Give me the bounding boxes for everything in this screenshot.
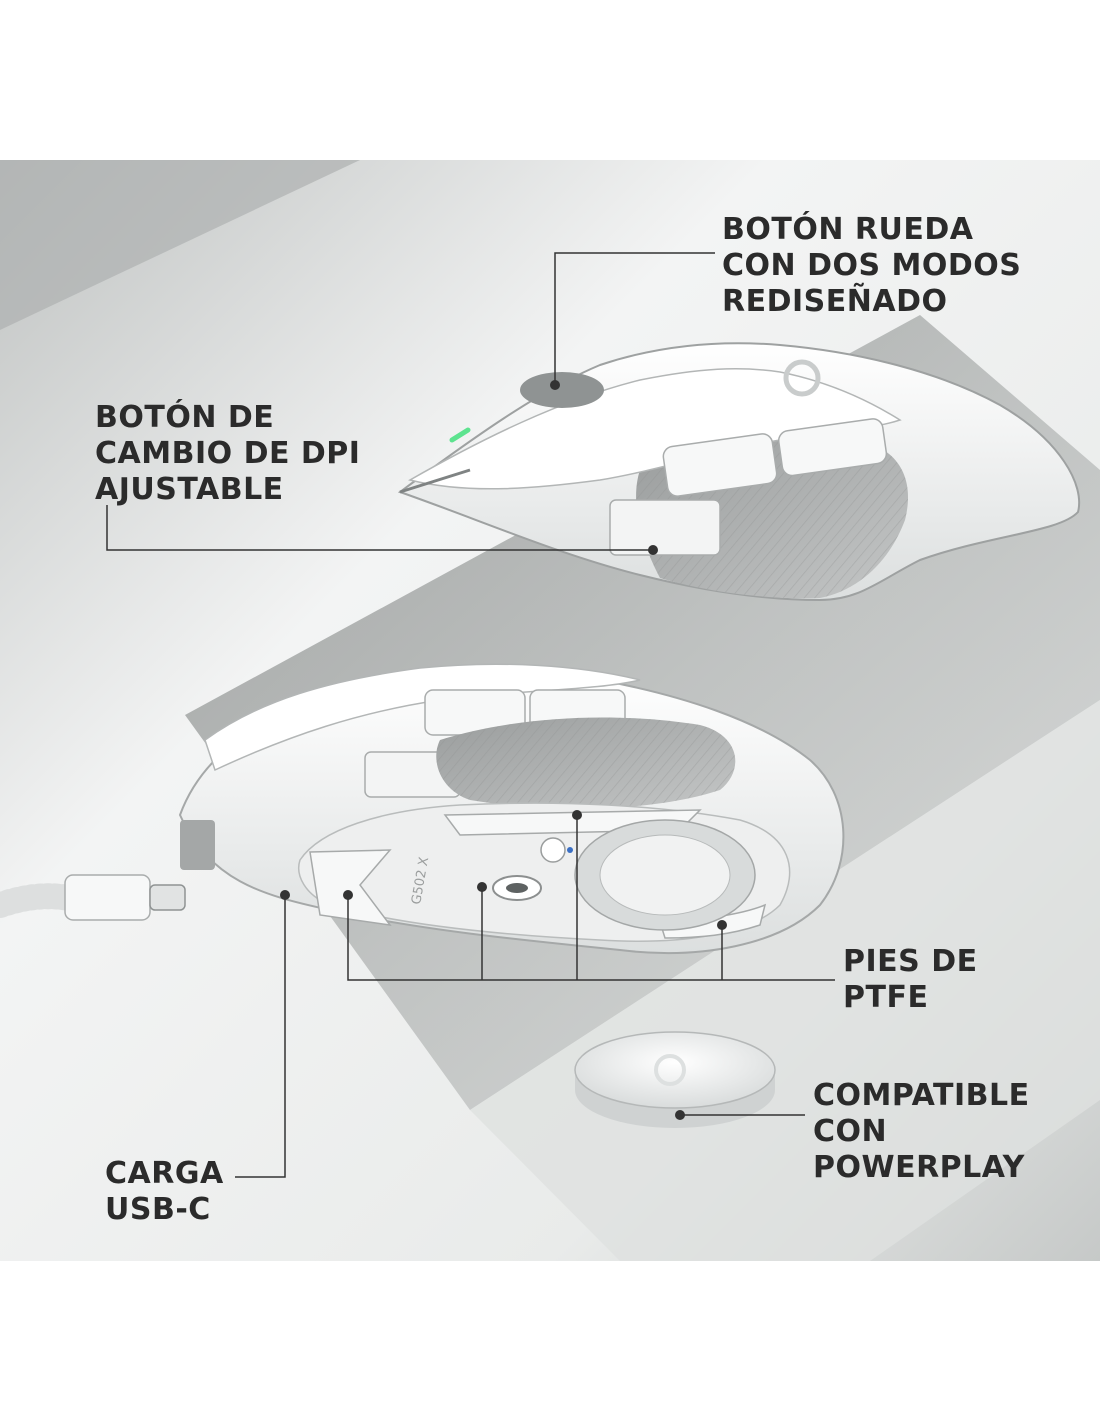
callout-line-scroll-wheel xyxy=(554,252,715,385)
callout-usb-c: CARGA USB-C xyxy=(105,1156,224,1228)
powerplay-disc xyxy=(574,1031,776,1128)
background-band xyxy=(0,160,360,330)
callout-line-text: REDISEÑADO xyxy=(722,284,948,319)
callout-line-text: BOTÓN DE xyxy=(95,400,275,435)
callout-line-text: CAMBIO DE DPI xyxy=(95,436,361,471)
side-button xyxy=(777,418,888,477)
callout-line-text: PTFE xyxy=(843,980,929,1015)
side-button xyxy=(662,433,778,497)
callout-powerplay: COMPATIBLE CON POWERPLAY xyxy=(813,1078,1030,1186)
callout-line-text: CON DOS MODOS xyxy=(722,248,1022,283)
usb-c-port xyxy=(180,820,215,870)
scroll-wheel xyxy=(520,372,604,408)
callout-lines xyxy=(106,252,835,1178)
mouse-bottom-view xyxy=(178,663,845,954)
callout-line-dpi-button xyxy=(106,505,653,551)
callout-line-ptfe-feet xyxy=(347,895,835,981)
mouse-side-view xyxy=(397,342,1081,602)
callout-line-text: POWERPLAY xyxy=(813,1150,1025,1185)
ptfe-foot xyxy=(309,849,392,926)
callout-line-text: USB-C xyxy=(105,1192,211,1227)
callout-dpi-button: BOTÓN DE CAMBIO DE DPI AJUSTABLE xyxy=(95,400,360,508)
usb-c-cable xyxy=(0,874,186,921)
power-switch xyxy=(540,837,566,863)
dpi-button xyxy=(609,499,721,556)
callout-line-usb-c xyxy=(235,895,286,1178)
callout-ptfe-feet: PIES DE PTFE xyxy=(843,944,978,1016)
dpi-led xyxy=(449,427,471,443)
callout-line-text: AJUSTABLE xyxy=(95,472,284,507)
callout-line-text: PIES DE xyxy=(843,944,978,979)
callout-line-text: CON xyxy=(813,1114,888,1149)
callout-line-text: CARGA xyxy=(105,1156,224,1191)
callout-line-text: COMPATIBLE xyxy=(813,1078,1030,1113)
callout-scroll-wheel: BOTÓN RUEDA CON DOS MODOS REDISEÑADO xyxy=(722,212,1021,320)
logitech-logo xyxy=(783,359,821,397)
callout-line-text: BOTÓN RUEDA xyxy=(722,212,974,247)
